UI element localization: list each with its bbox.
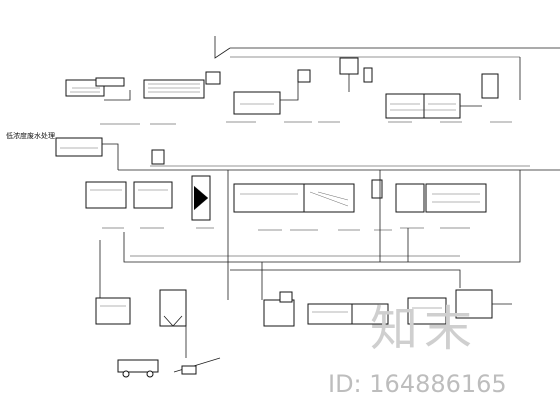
tank-inlet-left [55,137,103,157]
conveyor-belt [173,357,221,373]
section-left: 低浓度废水处理 [6,131,119,170]
tank-bot-2 [159,289,187,327]
vessel-mid [371,179,383,199]
tank-bot-3-top [279,291,293,303]
tank-bot-5 [351,303,389,325]
top-row [65,36,560,125]
tank-bot-4 [307,303,353,325]
inlet-hatch [70,87,100,93]
tank-bot-6 [407,297,447,325]
tank-top-1-hatch [148,83,200,93]
pipe-low-3 [230,269,461,288]
tank-top-3b [423,93,461,119]
pipe-low-loop [123,170,521,263]
watermark: 知末 ID: 164886165 [328,301,507,398]
pipe-top-mid [280,82,299,101]
tower-side [363,67,373,83]
pipe-inlet-out [104,90,131,101]
middle-row [85,149,560,231]
pump-top-1 [297,69,311,83]
tank-mid-6 [425,183,487,213]
tank-mid-4-hatch [309,191,349,207]
top-label-ticks [100,121,512,125]
tank-top-2 [233,91,281,115]
mid-label-ticks [102,227,470,231]
filter-column-zigzag [193,185,209,211]
tank-mid-4 [303,183,355,213]
inlet-unit-2 [95,77,125,87]
pipe-top-riser [214,36,231,59]
tank-mid-2 [133,181,173,209]
tank-top-1-hopper [205,71,221,85]
sludge-truck [117,359,159,373]
tank-mid-3 [233,183,305,213]
tank-top-4 [481,73,499,99]
tower-box [339,57,359,75]
truck-wheel-2 [146,370,154,378]
tank-top-1 [143,79,205,99]
tank-bot-3 [263,299,295,327]
tank-top-3-hatch [390,103,456,111]
tank-mid-6-hatch [432,193,480,203]
truck-wheel-1 [122,370,130,378]
pipe-network [99,170,521,300]
conveyor-base [181,365,197,375]
tank-bot-1 [95,297,131,325]
pipe-left-down [102,143,119,170]
tank-mid-1 [85,181,127,209]
tank-top-3a [385,93,425,119]
dosing-box [151,149,165,165]
bottom-row [95,289,512,378]
section-label: 低浓度废水处理 [6,131,55,140]
tank-bot-2-hopper [163,315,183,327]
watermark-id: ID: 164886165 [328,370,507,398]
watermark-logo: 知末 [370,301,478,357]
tank-mid-5 [395,183,425,213]
